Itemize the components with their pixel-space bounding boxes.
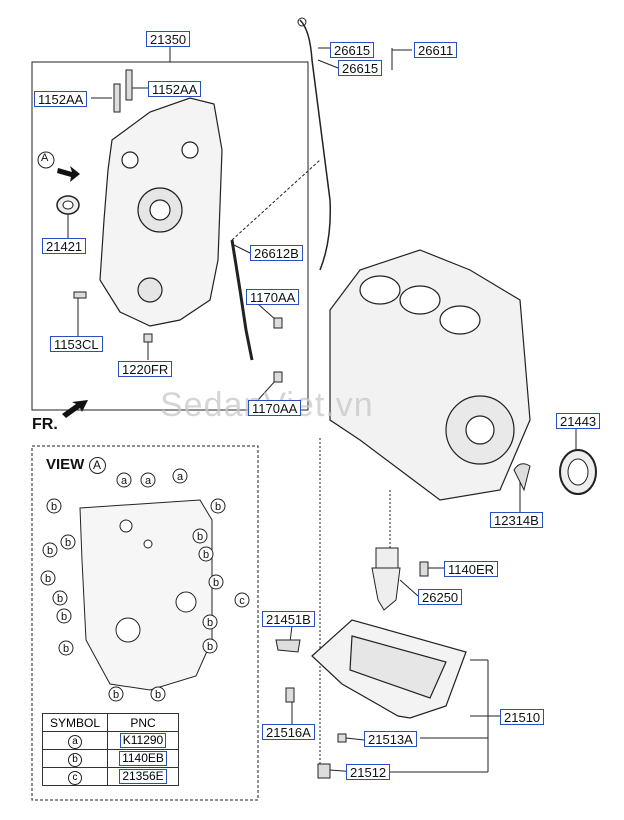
part-label-1153cl[interactable]: 1153CL xyxy=(50,336,103,352)
part-label-21451b[interactable]: 21451B xyxy=(262,611,315,627)
svg-text:b: b xyxy=(207,641,213,653)
legend-pnc[interactable]: K11290 xyxy=(119,733,167,748)
front-arrow xyxy=(62,400,88,418)
seal-12314b xyxy=(513,463,531,492)
part-label-26615-bottom[interactable]: 26615 xyxy=(338,60,383,76)
part-label-21421[interactable]: 21421 xyxy=(42,238,87,254)
part-label-21513a[interactable]: 21513A xyxy=(364,731,417,747)
part-label-21512[interactable]: 21512 xyxy=(346,764,391,780)
part-label-26612b[interactable]: 26612B xyxy=(250,245,303,261)
svg-text:b: b xyxy=(207,617,213,629)
cover-bolts xyxy=(73,291,283,383)
baffle-21451b xyxy=(275,639,301,653)
studs-1152aa xyxy=(113,69,133,113)
svg-text:a: a xyxy=(121,475,128,487)
cylinder-block xyxy=(329,249,531,501)
svg-text:b: b xyxy=(113,689,119,701)
view-marker-letter: A xyxy=(41,152,49,164)
legend-symbol: a xyxy=(68,734,82,749)
view-title-letter: A xyxy=(88,457,106,474)
part-label-12314b[interactable]: 12314B xyxy=(490,512,543,528)
legend-pnc[interactable]: 21356E xyxy=(119,769,167,784)
oil-strainer xyxy=(371,547,401,611)
part-label-21510[interactable]: 21510 xyxy=(500,709,545,725)
part-label-1220fr[interactable]: 1220FR xyxy=(118,361,173,377)
legend-header-pnc: PNC xyxy=(107,713,179,732)
svg-text:b: b xyxy=(65,537,71,549)
part-label-21443[interactable]: 21443 xyxy=(556,413,601,429)
part-label-1170aa-top[interactable]: 1170AA xyxy=(246,289,300,305)
view-marker-circle xyxy=(37,151,55,169)
symbol-legend-table: SYMBOL PNC a K11290 b 1140EB c 21356E xyxy=(42,713,179,786)
svg-text:b: b xyxy=(51,501,57,513)
oil-pan xyxy=(311,619,467,719)
part-label-26250[interactable]: 26250 xyxy=(418,589,463,605)
view-direction-arrow xyxy=(57,166,80,182)
svg-text:b: b xyxy=(213,577,219,589)
svg-text:a: a xyxy=(145,475,152,487)
svg-text:a: a xyxy=(177,471,184,483)
part-label-26615-top[interactable]: 26615 xyxy=(330,42,375,58)
part-label-1140er[interactable]: 1140ER xyxy=(444,561,499,577)
view-a-cover xyxy=(79,499,213,691)
gasket-21513a xyxy=(337,733,347,743)
svg-text:b: b xyxy=(155,689,161,701)
legend-row: a K11290 xyxy=(42,731,179,750)
part-label-21516a[interactable]: 21516A xyxy=(262,724,315,740)
view-title-text: VIEW xyxy=(46,456,85,473)
svg-text:b: b xyxy=(61,611,67,623)
front-indicator: FR. xyxy=(32,416,58,433)
part-label-1152aa-right[interactable]: 1152AA xyxy=(148,81,202,97)
dipstick xyxy=(299,19,332,271)
svg-text:c: c xyxy=(239,595,245,607)
drain-plug-21512 xyxy=(317,763,331,779)
legend-symbol: b xyxy=(68,752,82,767)
part-label-1170aa-bottom[interactable]: 1170AA xyxy=(248,400,302,416)
bolt-21516a xyxy=(285,687,295,703)
legend-header-symbol: SYMBOL xyxy=(42,713,108,732)
svg-text:b: b xyxy=(63,643,69,655)
legend-symbol: c xyxy=(68,770,82,785)
legend-row: b 1140EB xyxy=(42,749,179,768)
view-title: VIEW A xyxy=(46,456,106,474)
part-label-21350[interactable]: 21350 xyxy=(146,31,191,47)
view-a-box xyxy=(31,445,259,801)
dipstick-tube xyxy=(230,239,254,361)
legend-pnc[interactable]: 1140EB xyxy=(119,751,167,766)
svg-text:b: b xyxy=(57,593,63,605)
part-label-1152aa-left[interactable]: 1152AA xyxy=(34,91,88,107)
legend-row: c 21356E xyxy=(42,767,179,786)
svg-text:b: b xyxy=(203,549,209,561)
svg-text:b: b xyxy=(215,501,221,513)
svg-text:b: b xyxy=(47,545,53,557)
part-label-26611[interactable]: 26611 xyxy=(414,42,458,58)
svg-text:b: b xyxy=(197,531,203,543)
svg-text:b: b xyxy=(45,573,51,585)
timing-cover xyxy=(99,97,223,327)
bolt-1140er xyxy=(419,561,429,577)
